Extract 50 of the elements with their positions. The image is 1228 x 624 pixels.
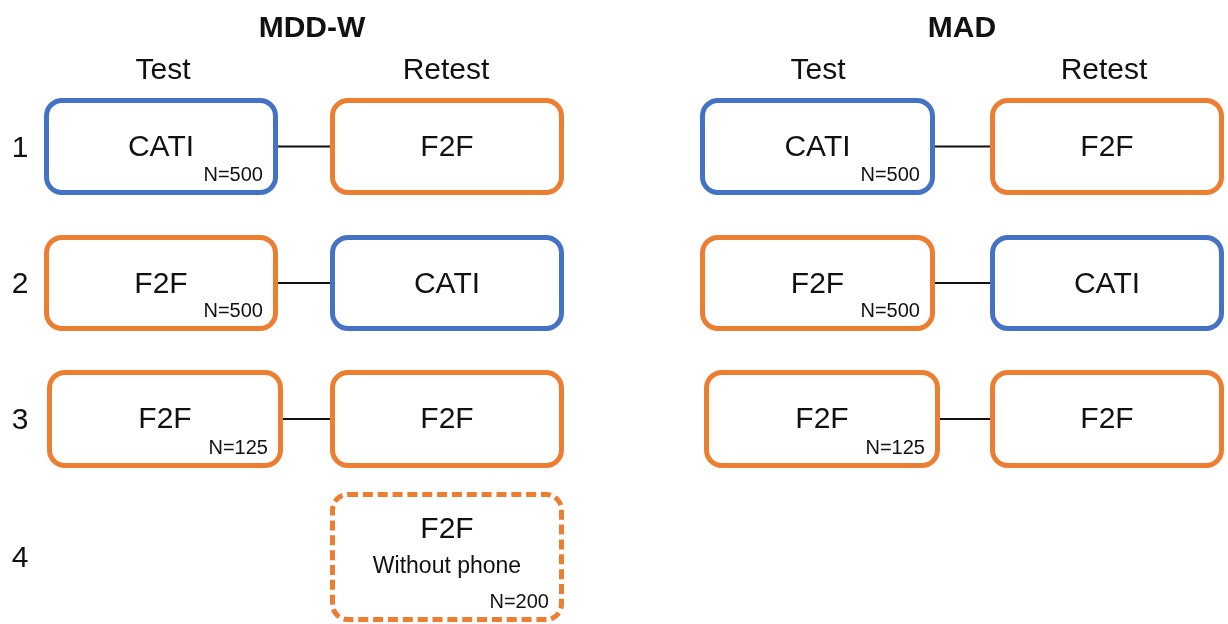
mode-text: F2F [420, 129, 474, 163]
connector-line [277, 282, 331, 284]
dashed-rounded-box [330, 492, 564, 622]
column-heading: Test [135, 52, 191, 86]
rounded-box [704, 370, 940, 468]
mode-text: F2F [420, 401, 474, 435]
connector-line [934, 282, 991, 284]
rounded-box [44, 235, 278, 331]
rounded-box [700, 235, 935, 331]
mode-text: F2F [790, 266, 845, 300]
connector-line [934, 145, 991, 148]
sample-size-text: N=200 [489, 590, 549, 613]
note-text: Without phone [372, 552, 522, 579]
rounded-box [47, 370, 283, 468]
connector-line [939, 418, 991, 420]
mode-text: F2F [420, 511, 474, 545]
rounded-box [330, 370, 564, 468]
group-heading: MAD [927, 10, 997, 44]
group-heading: MDD-W [258, 10, 366, 44]
row-number: 1 [11, 130, 29, 164]
mode-text: CATI [1073, 266, 1141, 300]
column-heading: Retest [402, 52, 490, 86]
mode-text: F2F [1080, 129, 1134, 163]
column-heading: Retest [1060, 52, 1148, 86]
mode-text: F2F [138, 401, 192, 435]
row-number: 4 [11, 540, 29, 574]
rounded-box [990, 98, 1224, 195]
rounded-box [330, 98, 564, 195]
sample-size-text: N=125 [865, 436, 925, 459]
sample-size-text: N=500 [860, 163, 920, 186]
rounded-box [700, 98, 935, 195]
mode-text: CATI [784, 129, 851, 163]
mode-text: F2F [1080, 401, 1134, 435]
rounded-box [44, 98, 278, 195]
rounded-box [330, 235, 564, 331]
rounded-box [990, 370, 1224, 468]
row-number: 3 [11, 402, 29, 436]
rounded-box [990, 235, 1224, 331]
connector-line [282, 418, 331, 420]
row-number: 2 [11, 266, 29, 300]
sample-size-text: N=500 [860, 299, 920, 322]
mode-text: F2F [134, 266, 188, 300]
column-heading: Test [790, 52, 846, 86]
sample-size-text: N=125 [208, 436, 268, 459]
sample-size-text: N=500 [203, 299, 263, 322]
mode-text: CATI [413, 266, 481, 300]
connector-line [277, 145, 331, 148]
mode-text: F2F [795, 401, 849, 435]
mode-text: CATI [127, 129, 195, 163]
sample-size-text: N=500 [203, 163, 263, 186]
